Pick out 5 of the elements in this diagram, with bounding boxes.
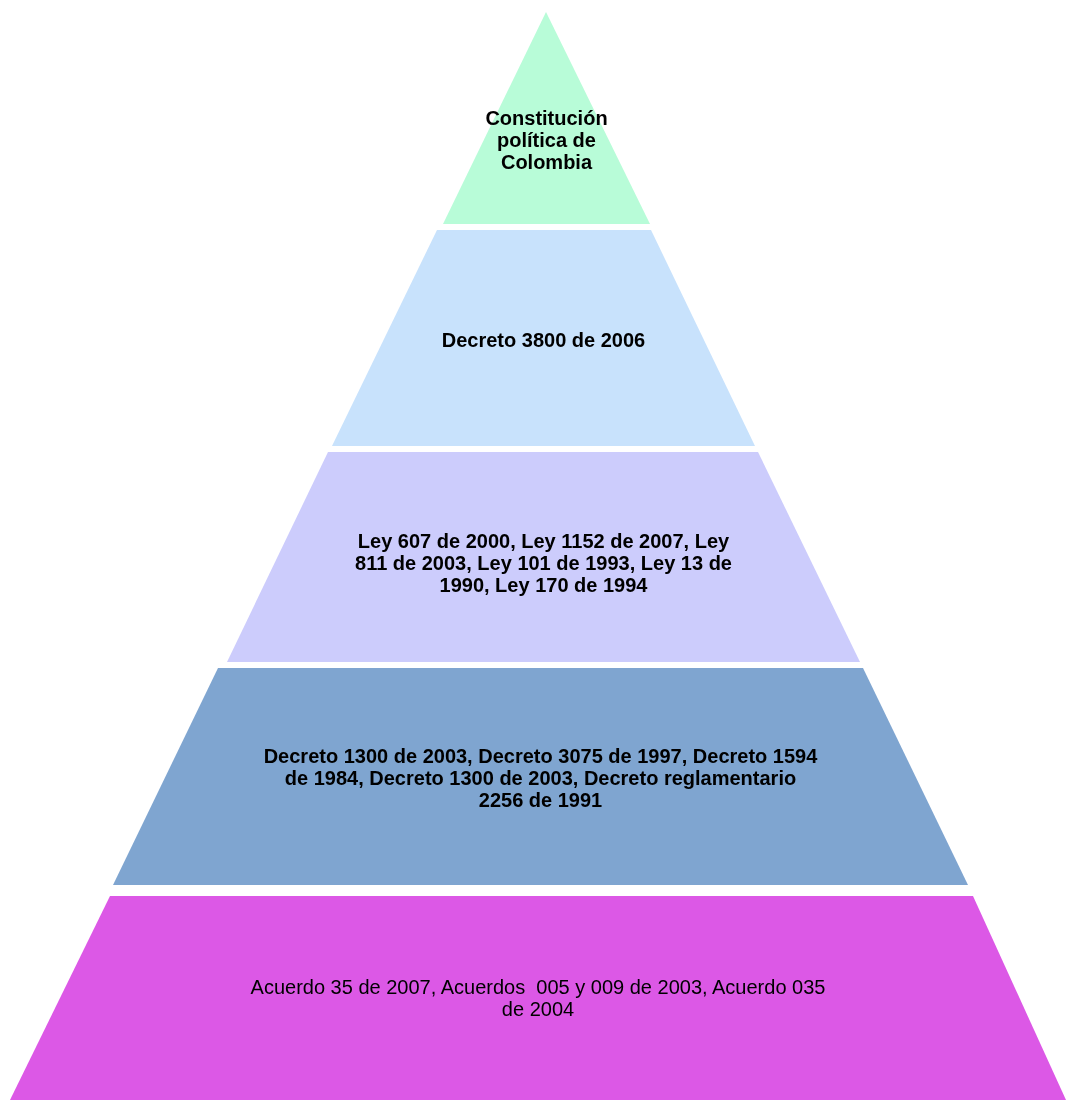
tier-label: Ley 607 de 2000, Ley 1152 de 2007, Ley 811 de 2003, Ley 101 de 1993, Ley 13 de 1990, Ley 170 de 1994	[354, 530, 733, 596]
tier-label: Constitución política de Colombia	[484, 107, 609, 173]
tier-label: Decreto 1300 de 2003, Decreto 3075 de 1997, Decreto 1594 de 1984, Decreto 1300 de 2003, Decreto reglamentario 2256 de 1991	[262, 745, 819, 811]
tier-label: Acuerdo 35 de 2007, Acuerdos 005 y 009 de 2003, Acuerdo 035 de 2004	[249, 976, 827, 1020]
tier-label: Decreto 3800 de 2006	[440, 329, 647, 351]
